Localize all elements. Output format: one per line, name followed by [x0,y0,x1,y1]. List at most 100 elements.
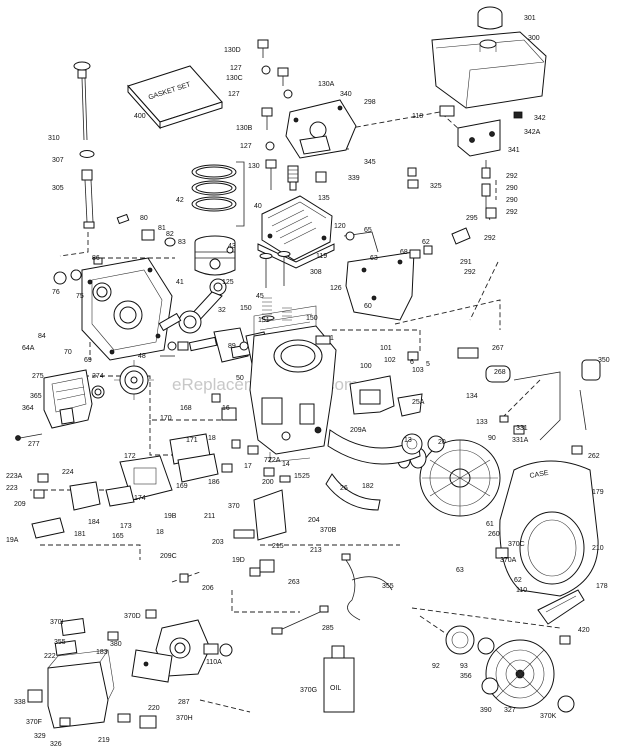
part-number-label: 25 [302,473,310,480]
part-number-label: 18 [208,435,216,442]
part-number-label: 6 [410,359,414,366]
part-number-label: 40 [254,203,262,210]
svg-text:CASE: CASE [529,470,549,480]
part-number-label: 341 [508,147,520,154]
rewind-starter [485,639,555,709]
gasket-set-box: GASKET SET [127,65,223,130]
part-number-label: 62 [514,577,522,584]
part-number-label: 126 [330,285,342,292]
part-number-label: 213 [310,547,322,554]
part-number-label: 75 [76,293,84,300]
part-number-label: 219 [98,737,110,744]
part-number-label: 81 [158,225,166,232]
part-number-label: 182 [362,483,374,490]
part-number-label: 61 [486,521,494,528]
part-number-label: 206 [202,585,214,592]
part-number-label: 102 [384,357,396,364]
part-number-label: 290 [506,185,518,192]
oil-bottle-label: OIL [330,685,341,692]
part-number-label: 420 [578,627,590,634]
part-number-label: 370C [508,541,525,548]
part-number-label: 292 [464,269,476,276]
part-number-label: 370H [176,715,193,722]
blower-housing: CASE [499,460,599,597]
part-number-label: 63 [370,255,378,262]
cylinder-shroud [325,429,421,511]
part-number-label: 274 [92,373,104,380]
part-number-label: 390 [480,707,492,714]
part-number-label: 48 [138,353,146,360]
part-number-label: 89 [228,343,236,350]
part-number-label: 103 [412,367,424,374]
part-number-label: 224 [62,469,74,476]
part-number-label: 203 [212,539,224,546]
part-number-label: 63 [456,567,464,574]
part-number-label: 186 [208,479,220,486]
throttle-bracket [131,649,173,683]
air-cleaner [27,617,157,729]
part-number-label: 345 [364,159,376,166]
part-number-label: 260 [488,531,500,538]
part-number-label: 292 [506,209,518,216]
part-number-label: 13 [404,437,412,444]
part-number-label: 370I [50,619,64,626]
part-number-label: 325 [430,183,442,190]
part-number-label: 339 [348,175,360,182]
part-number-label: 92 [432,663,440,670]
part-number-label: 209A [350,427,367,434]
part-number-label: 340 [340,91,352,98]
part-number-label: 150 [240,305,252,312]
part-number-label: 72 [264,457,272,464]
part-number-label: 100 [360,363,372,370]
part-number-label: 72A [268,457,281,464]
governor-plate [233,489,287,577]
part-number-label: 263 [288,579,300,586]
part-number-label: 120 [334,223,346,230]
part-number-label: 151 [258,317,270,324]
part-number-label: 331 [516,425,528,432]
part-number-label: 355 [382,583,394,590]
part-number-label: 184 [88,519,100,526]
part-number-label: 165 [112,533,124,540]
part-number-label: 301 [524,15,536,22]
cylinder-head [257,195,335,269]
part-number-label: 338 [14,699,26,706]
starter-handle [537,589,585,625]
part-number-label: 127 [230,65,242,72]
part-number-label: 329 [34,733,46,740]
part-number-label: 300 [528,35,540,42]
part-number-label: 119 [316,253,327,260]
part-number-label: 130 [248,163,260,170]
part-number-label: 130A [318,81,335,88]
part-number-label: 215 [272,543,284,550]
part-number-label: 127 [228,91,240,98]
part-number-label: 130B [236,125,253,132]
part-number-label: 291 [460,259,472,266]
part-number-label: 370F [26,719,42,726]
part-number-label: 135 [318,195,330,202]
part-number-label: 350 [598,357,610,364]
part-number-label: 370B [320,527,337,534]
part-number-label: 19B [164,513,177,520]
part-number-label: 292 [484,235,496,242]
part-number-label: 93 [460,663,468,670]
part-number-label: 342 [534,115,546,122]
part-number-label: 42 [176,197,184,204]
part-number-label: 223 [6,485,18,492]
part-number-label: 179 [592,489,604,496]
part-number-label: 290 [506,197,518,204]
part-number-label: 370G [300,687,317,694]
crankcase-cover [53,257,173,361]
part-number-label: 327 [504,707,516,714]
part-number-label: 118 [412,113,423,120]
valves [259,251,292,321]
part-number-label: 285 [322,625,334,632]
part-number-label: 86 [92,255,100,262]
part-number-label: 50 [236,375,244,382]
part-number-label: 298 [364,99,376,106]
governor-bracket [343,231,433,321]
part-number-label: 19A [6,537,19,544]
part-number-label: 1 [330,335,334,342]
